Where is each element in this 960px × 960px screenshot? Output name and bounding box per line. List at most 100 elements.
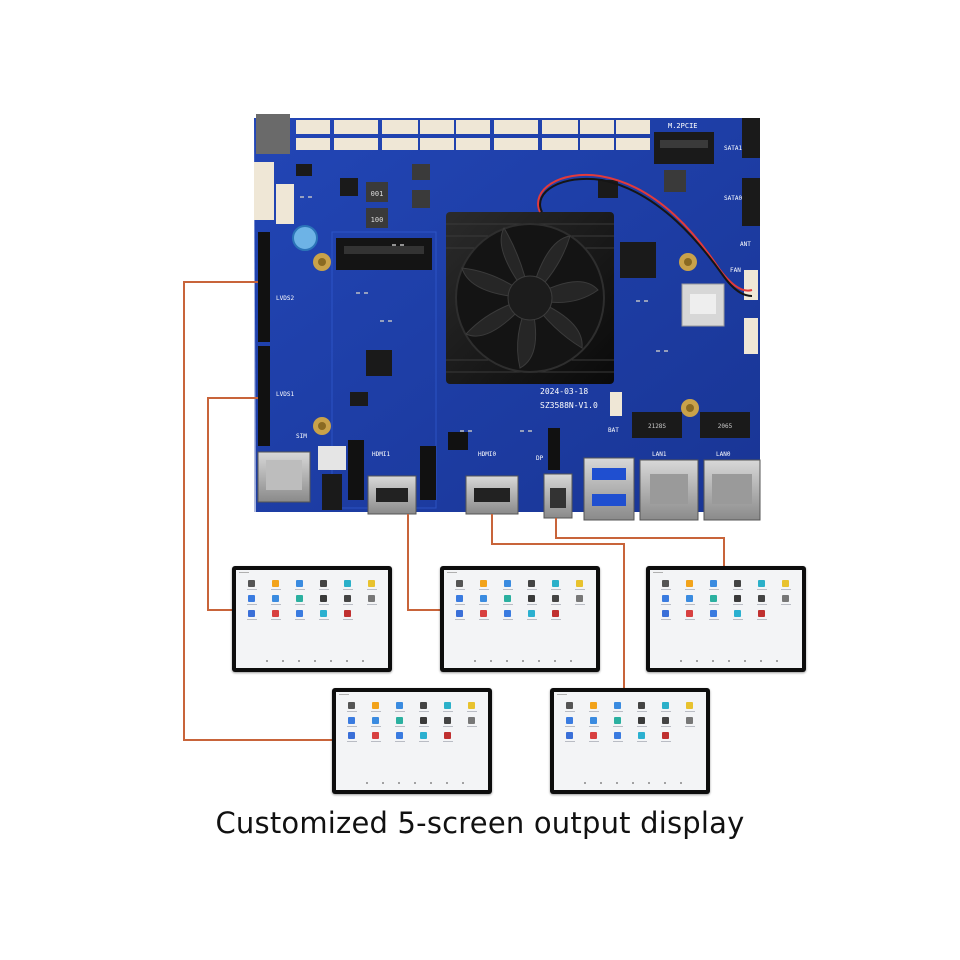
app-icon (638, 702, 645, 709)
label-m2-pcie: M.2PCIE (668, 122, 698, 130)
app-icon (456, 610, 463, 617)
app-label (733, 604, 743, 605)
nav-dot (570, 660, 572, 662)
screen-5 (550, 688, 710, 794)
app-label (419, 741, 429, 742)
lan0-port (703, 459, 761, 521)
app-icon (614, 702, 621, 709)
app-label (589, 711, 599, 712)
app-icon (420, 732, 427, 739)
app-icon (590, 732, 597, 739)
pcb-board: 001 100 2128S 2065 (254, 114, 761, 521)
heatsink-fan (446, 212, 614, 384)
app-label (367, 589, 377, 590)
app-icon (248, 610, 255, 617)
app-icon (420, 717, 427, 724)
app-label (347, 726, 357, 727)
app-label (575, 604, 585, 605)
app-label (661, 589, 671, 590)
app-label (637, 741, 647, 742)
app-label (685, 604, 695, 605)
cable-hdmi1 (407, 514, 440, 611)
screen-display (236, 570, 388, 668)
screen-display (650, 570, 802, 668)
screen-2 (440, 566, 600, 672)
app-label (551, 604, 561, 605)
label-lvds1: LVDS1 (276, 391, 294, 398)
app-label (455, 589, 465, 590)
app-icon (710, 580, 717, 587)
app-icon (686, 702, 693, 709)
app-icon (638, 732, 645, 739)
app-icon (552, 595, 559, 602)
lan-chip-a-label: 2128S (648, 423, 666, 430)
app-label (455, 604, 465, 605)
app-icon (614, 732, 621, 739)
screen-display (554, 692, 706, 790)
app-label (319, 604, 329, 605)
app-label (733, 589, 743, 590)
nav-dot (728, 660, 730, 662)
label-hdmi1: HDMI1 (372, 451, 390, 458)
app-label (757, 589, 767, 590)
app-label (295, 604, 305, 605)
app-icon (552, 610, 559, 617)
app-icon (444, 702, 451, 709)
app-icon (344, 580, 351, 587)
app-icon (372, 702, 379, 709)
app-icon (590, 702, 597, 709)
app-icon (468, 702, 475, 709)
app-label (395, 711, 405, 712)
app-label (589, 741, 599, 742)
status-bar (239, 572, 249, 573)
app-label (661, 741, 671, 742)
app-icon (504, 595, 511, 602)
app-icon (348, 717, 355, 724)
app-label (295, 589, 305, 590)
nav-dot (680, 660, 682, 662)
screen-3 (646, 566, 806, 672)
nav-bar (554, 782, 706, 786)
app-label (781, 589, 791, 590)
app-label (319, 619, 329, 620)
nav-dot (600, 782, 602, 784)
screen-1 (232, 566, 392, 672)
app-icon (396, 702, 403, 709)
app-label (613, 726, 623, 727)
app-icon (662, 702, 669, 709)
app-icon (566, 732, 573, 739)
nav-dot (632, 782, 634, 784)
app-icon (662, 595, 669, 602)
app-icon (710, 610, 717, 617)
app-label (685, 726, 695, 727)
app-icon (734, 610, 741, 617)
app-icon (782, 595, 789, 602)
app-icon (296, 580, 303, 587)
app-icon (686, 595, 693, 602)
app-icon (480, 595, 487, 602)
app-label (455, 619, 465, 620)
nav-bar (650, 660, 802, 664)
app-icon (444, 717, 451, 724)
nav-dot (298, 660, 300, 662)
nav-dot (282, 660, 284, 662)
app-label (661, 726, 671, 727)
app-label (757, 619, 767, 620)
app-icon (662, 610, 669, 617)
dp-port (543, 473, 573, 519)
app-label (685, 711, 695, 712)
cable-dp (555, 518, 725, 568)
nav-dot (776, 660, 778, 662)
app-label (371, 741, 381, 742)
label-bat: BAT (608, 427, 619, 434)
app-icon (758, 580, 765, 587)
cable-hdmi0 (491, 514, 625, 688)
app-label (247, 619, 257, 620)
app-label (527, 589, 537, 590)
app-label (395, 726, 405, 727)
label-hdmi0: HDMI0 (478, 451, 496, 458)
app-icon (248, 580, 255, 587)
nav-dot (538, 660, 540, 662)
app-label (551, 619, 561, 620)
top-connector-row (256, 114, 650, 154)
